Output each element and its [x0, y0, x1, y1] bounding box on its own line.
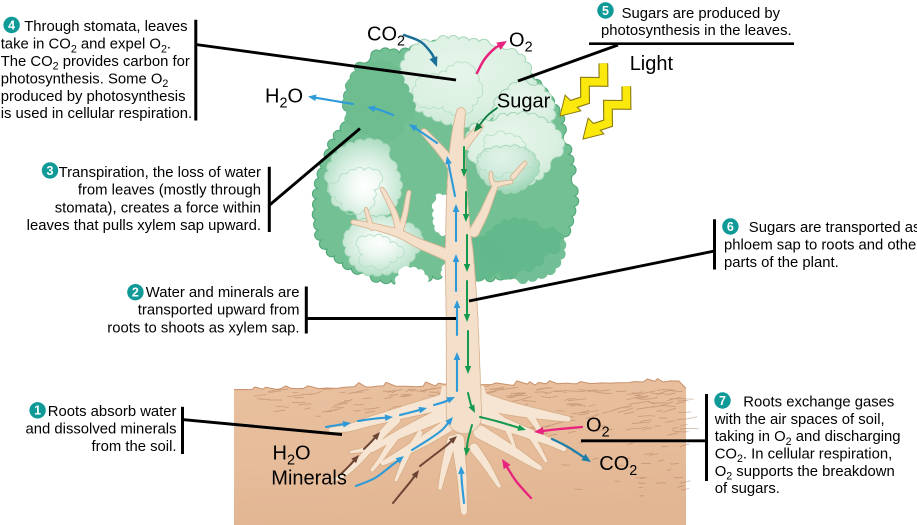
svg-text:Transpiration, the loss of wat: Transpiration, the loss of water: [59, 165, 261, 181]
svg-text:roots to shoots as xylem sap.: roots to shoots as xylem sap.: [107, 320, 299, 336]
svg-text:O2 supports the breakdown: O2 supports the breakdown: [715, 464, 895, 483]
svg-text:stomata), creates a force with: stomata), creates a force within: [55, 200, 261, 216]
svg-text:of sugars.: of sugars.: [715, 481, 780, 497]
svg-text:Minerals: Minerals: [271, 468, 347, 490]
svg-text:4: 4: [8, 18, 15, 32]
svg-text:Roots exchange gases: Roots exchange gases: [743, 395, 894, 411]
svg-text:6: 6: [727, 220, 734, 234]
svg-text:Sugars are transported as: Sugars are transported as: [749, 220, 917, 236]
svg-text:Sugar: Sugar: [497, 91, 551, 113]
svg-text:transported upward from: transported upward from: [138, 303, 300, 319]
svg-text:2: 2: [132, 286, 139, 300]
svg-text:and dissolved minerals: and dissolved minerals: [26, 422, 177, 438]
svg-text:photosynthesis. Some O2: photosynthesis. Some O2: [1, 71, 169, 90]
svg-text:1: 1: [34, 404, 41, 418]
svg-text:phloem sap to roots and other: phloem sap to roots and other: [724, 238, 917, 254]
svg-text:The CO2 provides carbon for: The CO2 provides carbon for: [1, 54, 190, 73]
svg-text:Sugars are produced by: Sugars are produced by: [622, 6, 781, 22]
svg-text:CO2. In cellular respiration,: CO2. In cellular respiration,: [715, 447, 893, 466]
svg-text:Roots absorb water: Roots absorb water: [48, 404, 177, 420]
svg-text:with the air spaces of soil,: with the air spaces of soil,: [714, 412, 885, 428]
svg-text:is used in cellular respiratio: is used in cellular respiration.: [1, 106, 192, 122]
svg-text:from leaves (mostly through: from leaves (mostly through: [78, 183, 261, 199]
svg-text:parts of the plant.: parts of the plant.: [724, 255, 839, 271]
svg-text:taking in O2 and discharging: taking in O2 and discharging: [715, 429, 901, 448]
svg-text:produced by photosynthesis: produced by photosynthesis: [1, 89, 186, 105]
svg-text:Through stomata, leaves: Through stomata, leaves: [24, 19, 187, 35]
svg-text:photosynthesis in the leaves.: photosynthesis in the leaves.: [601, 23, 792, 39]
svg-text:3: 3: [47, 164, 54, 178]
svg-text:Water and minerals are: Water and minerals are: [146, 285, 300, 301]
svg-text:from the soil.: from the soil.: [92, 439, 177, 455]
svg-text:Light: Light: [630, 53, 674, 75]
svg-text:leaves that pulls xylem sap up: leaves that pulls xylem sap upward.: [27, 218, 261, 234]
svg-text:5: 5: [602, 4, 609, 18]
svg-text:take in CO2 and expel O2.: take in CO2 and expel O2.: [1, 37, 171, 56]
svg-text:7: 7: [719, 394, 726, 408]
